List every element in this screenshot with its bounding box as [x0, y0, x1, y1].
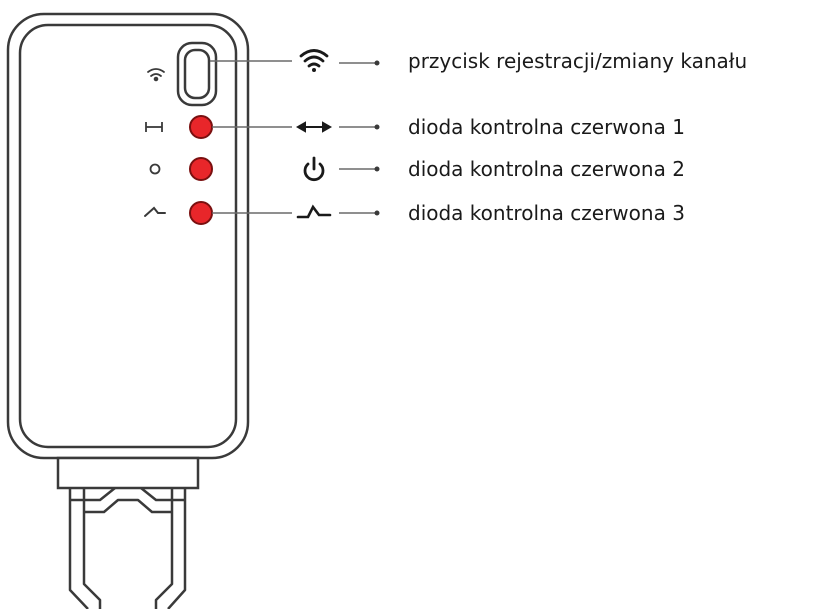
leader-lines	[210, 60, 292, 214]
registration-button-inner	[183, 48, 211, 100]
connector-collar	[56, 456, 200, 490]
device-inner-shell	[18, 23, 238, 449]
faucet-icon	[144, 206, 166, 217]
wifi-icon	[299, 49, 329, 72]
wifi-icon	[147, 68, 165, 82]
led-3	[189, 201, 213, 225]
callout-led-3: dioda kontrolna czerwona 3	[408, 201, 685, 225]
callout-led-1: dioda kontrolna czerwona 1	[408, 115, 685, 139]
led-2	[189, 157, 213, 181]
valve-icon	[296, 204, 332, 219]
double-arrow-icon	[295, 121, 333, 133]
callout-lines	[339, 62, 376, 214]
callout-dots	[374, 60, 380, 216]
led-1	[189, 115, 213, 139]
callout-registration-button: przycisk rejestracji/zmiany kanału	[408, 49, 748, 73]
ring-icon	[149, 163, 161, 175]
link-arrows-icon	[145, 122, 163, 132]
callout-led-2: dioda kontrolna czerwona 2	[408, 157, 685, 181]
power-icon	[303, 156, 325, 182]
plug-outline	[68, 487, 187, 609]
